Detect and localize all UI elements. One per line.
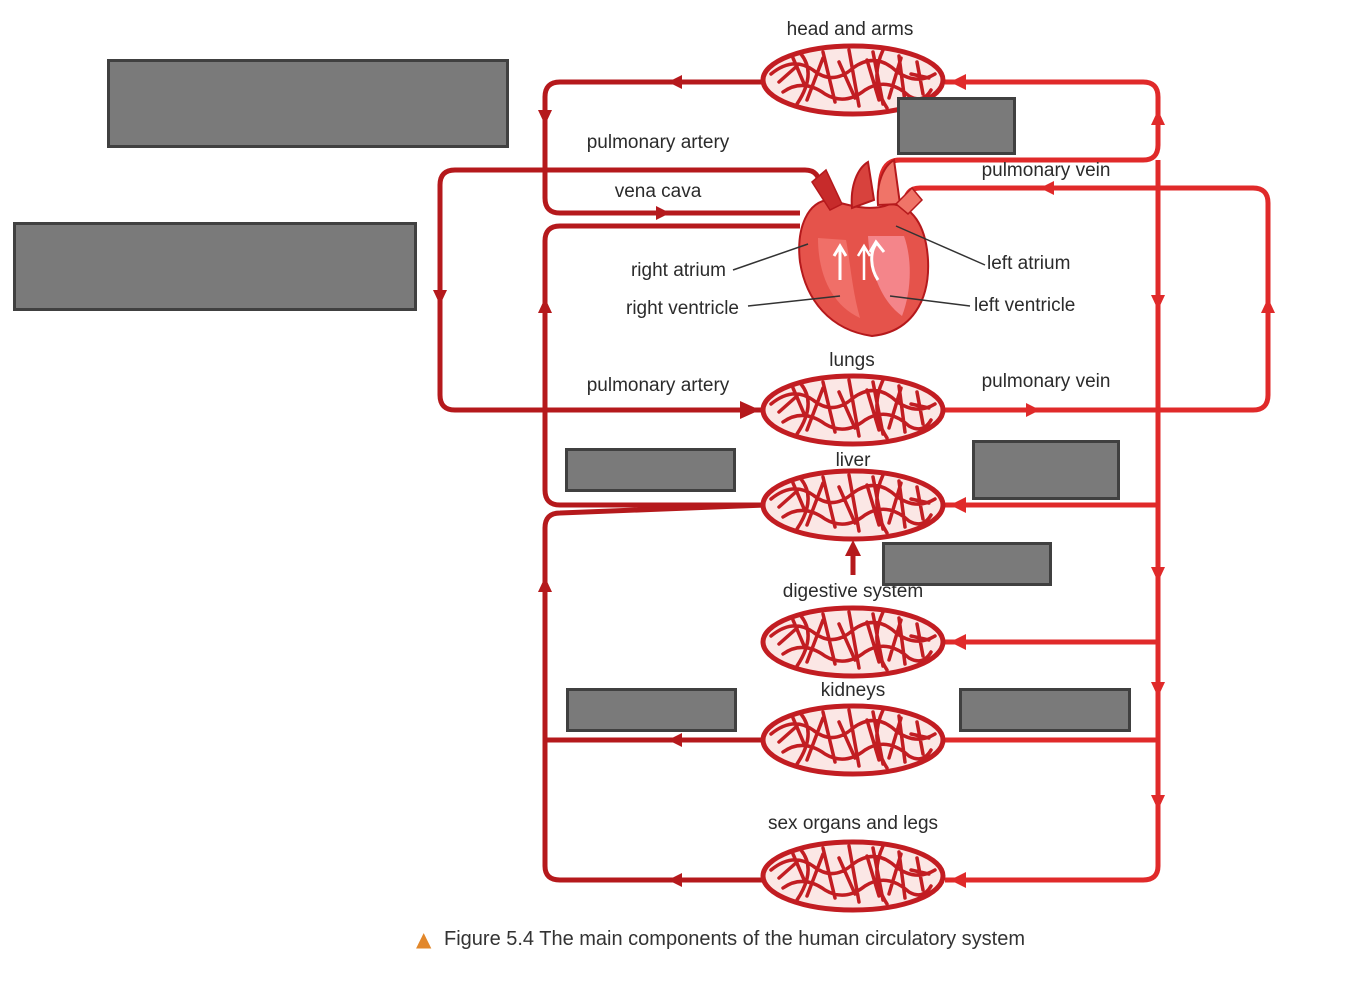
label-pulmonary-vein-bottom: pulmonary vein	[982, 371, 1111, 392]
label-pulmonary-artery-bottom: pulmonary artery	[587, 375, 730, 396]
label-sex-organs-and-legs: sex organs and legs	[768, 813, 938, 834]
label-left-ventricle: left ventricle	[974, 295, 1075, 316]
label-lungs: lungs	[829, 350, 874, 371]
heart-illustration	[798, 158, 930, 338]
deoxygenated-vessels	[437, 79, 856, 883]
diagram-labels: head and arms pulmonary artery pulmonary…	[587, 19, 1111, 834]
lungs-capillary-bed	[763, 376, 943, 444]
flow-arrows	[433, 74, 1275, 888]
kidneys-capillary-bed	[763, 706, 943, 774]
sex-organs-legs-capillary-bed	[763, 842, 943, 910]
caption-text: Figure 5.4 The main components of the hu…	[444, 928, 1025, 950]
hidden-label-box-7	[566, 688, 737, 732]
label-digestive-system: digestive system	[783, 581, 923, 602]
hidden-label-box-3	[897, 97, 1016, 155]
label-vena-cava: vena cava	[615, 181, 702, 202]
label-pulmonary-artery-top: pulmonary artery	[587, 132, 730, 153]
hidden-label-box-6	[882, 542, 1052, 586]
hidden-label-box-4	[565, 448, 736, 492]
hidden-label-box-2	[13, 222, 417, 311]
label-left-atrium: left atrium	[987, 253, 1070, 274]
label-pulmonary-vein-top: pulmonary vein	[982, 160, 1111, 181]
label-head-and-arms: head and arms	[787, 19, 914, 40]
liver-capillary-bed	[763, 471, 943, 539]
label-liver: liver	[836, 450, 872, 471]
figure-caption: ▲ Figure 5.4 The main components of the …	[416, 927, 1025, 951]
label-right-ventricle: right ventricle	[626, 298, 739, 319]
hidden-label-box-1	[107, 59, 509, 148]
hidden-label-box-5	[972, 440, 1120, 500]
label-pointer-lines	[732, 225, 986, 307]
digestive-system-capillary-bed	[763, 608, 943, 676]
caption-marker-icon: ▲	[416, 927, 432, 951]
hidden-label-box-8	[959, 688, 1131, 732]
label-kidneys: kidneys	[821, 680, 885, 701]
label-right-atrium: right atrium	[631, 260, 726, 281]
